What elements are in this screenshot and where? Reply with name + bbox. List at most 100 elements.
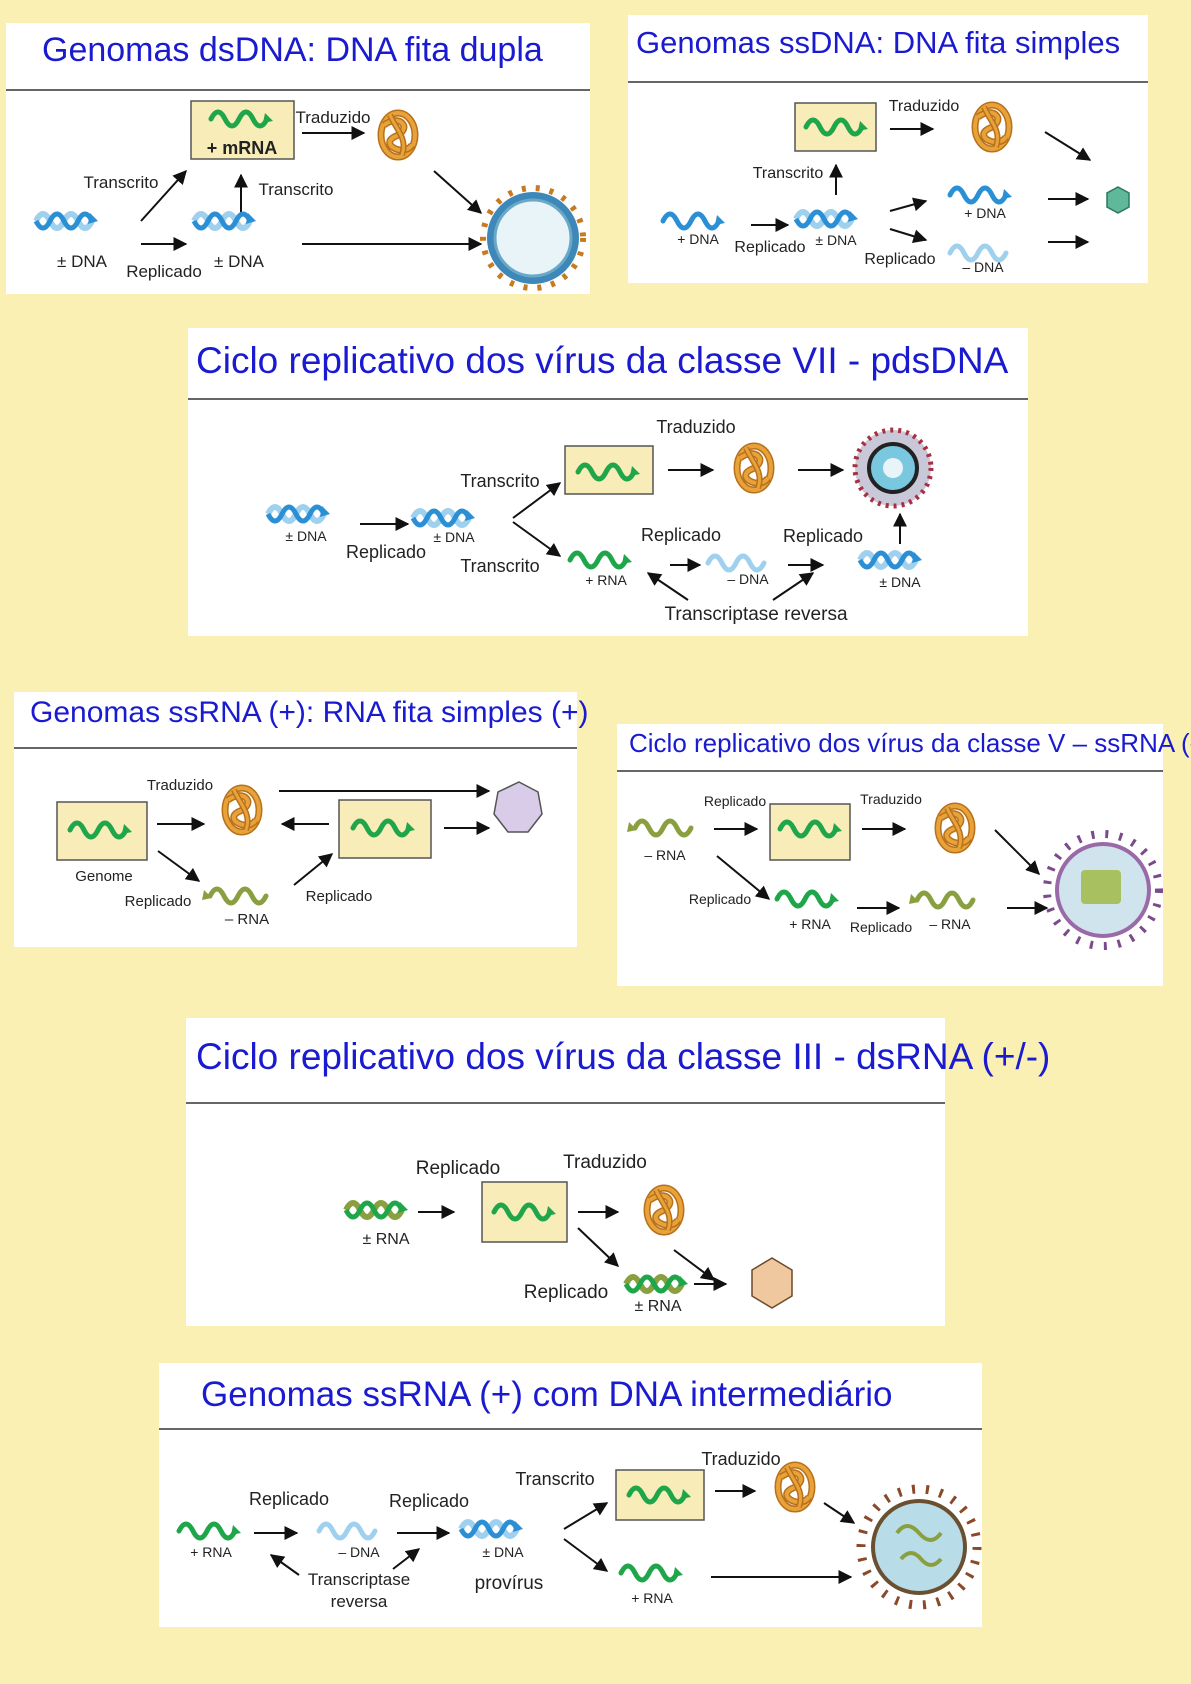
dsdna-icon-3 [860,552,922,567]
dna-label-1: ± DNA [285,528,327,544]
arrow-transcribe-1 [563,1502,609,1530]
class7-diagram: Traduzido Transcrito Transcrito ± DNA Re… [188,417,934,625]
transcribed-label-1: Transcrito [460,471,539,491]
genome-label: Genome [75,868,133,885]
dna-label-3: ± DNA [879,574,921,590]
virion-icon [493,781,543,833]
arrow-protein-assembly [433,170,483,214]
protein-icon [737,446,771,490]
dna-label-2: ± DNA [214,252,265,271]
protein-icon [975,105,1009,149]
minus-rna-strand-2 [909,893,973,907]
panel-class5: Ciclo replicativo dos vírus da classe V … [617,724,1191,986]
panel-dna-inter: Genomas ssRNA (+) com DNA intermediário … [159,1363,982,1627]
translated-label: Traduzido [701,1449,780,1469]
translated-label: Traduzido [147,777,213,794]
plus-rna-label: + RNA [789,916,831,932]
rt-label-1: Transcriptase [308,1570,410,1589]
panel-title: Genomas ssDNA: DNA fita simples [636,25,1121,60]
arrow-rt-1 [646,572,689,601]
plus-rna-label-1: + RNA [190,1544,232,1560]
protein-icon [381,113,415,157]
protein-icon [938,806,972,850]
dsrna-icon-1 [346,1202,408,1217]
dna-label-1: ± DNA [57,252,108,271]
virion-icon [1043,830,1163,950]
rna-label-2: ± RNA [634,1298,681,1315]
transcribed-label: Transcrito [515,1469,594,1489]
dna-inter-diagram: Replicado Replicado Transcrito Traduzido… [159,1449,982,1611]
minus-rna-label-2: – RNA [929,916,971,932]
title-divider [14,747,577,749]
arrow-transcribe-2 [563,1538,609,1572]
title-divider [159,1428,982,1430]
plus-rna-strand [777,892,839,906]
replicated-label-2: Replicado [306,888,373,905]
translated-label: Traduzido [656,417,735,437]
replicated-label-2: Replicado [864,251,935,268]
rt-label-2: reversa [331,1592,388,1611]
panel-title: Genomas dsDNA: DNA fita dupla [42,31,543,69]
ssrna-plus-diagram: Traduzido Genome Replicado – RNA Replica… [56,777,543,928]
class3-diagram: Replicado Traduzido ± RNA Replicado ± RN… [186,1152,793,1315]
replicated-label-1: Replicado [416,1158,501,1179]
minus-dna-label: – DNA [338,1544,380,1560]
translated-label: Traduzido [860,791,922,807]
transcribed-label-2: Transcrito [259,180,334,199]
minus-dna-label: – DNA [962,259,1004,275]
panel-title: Ciclo replicativo dos vírus da classe V … [629,728,1191,758]
minus-rna-label-1: – RNA [644,847,686,863]
translated-label: Traduzido [296,108,371,127]
arrow-protein-assembly [994,829,1040,875]
plus-rna-label-2: + RNA [631,1590,673,1606]
title-divider [186,1102,945,1104]
mrna-label: + mRNA [207,138,278,158]
ssdna-diagram: Traduzido Transcrito + DNA Replicado ± D… [628,98,1130,275]
title-divider [6,89,590,91]
replicated-label-1: Replicado [704,793,766,809]
panel-title: Genomas ssRNA (+) com DNA intermediário [201,1375,893,1414]
panel-class7: Ciclo replicativo dos vírus da classe VI… [188,328,1028,636]
arrow-protein-assembly [1044,131,1092,161]
arrow-rt-2 [772,572,815,601]
panel-class3: Ciclo replicativo dos vírus da classe II… [186,1018,1050,1326]
dsdna-icon-1 [268,506,330,521]
translated-label: Traduzido [889,98,960,115]
arrow-protein-assembly [673,1249,716,1281]
virion-icon [751,1257,793,1309]
arrow-rt-2 [392,1548,421,1570]
pm-dna-label: ± DNA [815,232,857,248]
protein-icon [225,788,259,832]
panel-title: Genomas ssRNA (+): RNA fita simples (+) [30,696,589,729]
panel-ssdna: Genomas ssDNA: DNA fita simples Traduzid… [628,15,1148,283]
replicated-label-2: Replicado [689,891,751,907]
virion-icon [852,427,934,509]
plus-rna-strand-1 [179,1524,241,1538]
dna-label-2: ± DNA [433,529,475,545]
arrow-replicate-2 [716,855,771,900]
minus-rna-strand-1 [627,821,691,835]
arrow-replicate-2b [889,228,928,244]
plus-rna-strand [570,553,632,567]
replicated-label-1: Replicado [125,893,192,910]
virion-icon [1106,186,1130,214]
plus-rna-strand-2 [621,1566,683,1580]
replicated-label: Replicado [126,262,202,281]
title-divider [617,770,1163,772]
rna-label-1: ± RNA [362,1231,409,1248]
arrow-transcribe-1 [140,169,187,222]
minus-rna-strand [202,889,266,903]
dsrna-icon-2 [626,1276,688,1291]
replicated-label-1: Replicado [346,542,426,562]
minus-dna-strand [708,556,764,570]
dsdna-icon-2 [194,213,256,228]
panel-dsdna: Genomas dsDNA: DNA fita dupla + mRNA Tra… [6,23,590,294]
dsdna-icon [796,211,858,226]
replicated-label-2: Replicado [641,525,721,545]
mrna-box [769,803,851,861]
panel-title: Ciclo replicativo dos vírus da classe VI… [196,340,1009,381]
replicated-label-3: Replicado [850,919,912,935]
arrow-transcribe-2 [512,521,562,557]
minus-dna-strand [950,246,1006,260]
provirus-dsdna-icon [461,1521,523,1536]
